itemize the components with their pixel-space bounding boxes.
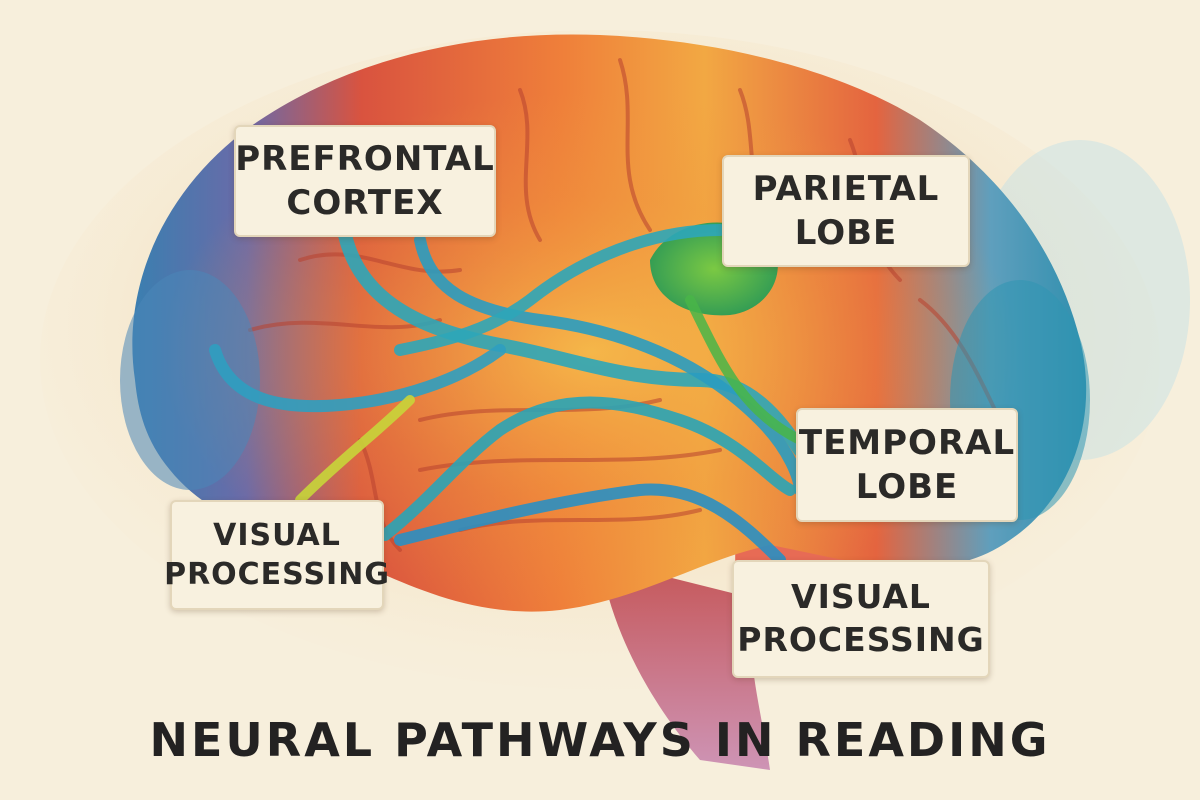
pathway-yellow-green [295, 395, 415, 505]
label-temporal-lobe: TEMPORAL LOBE [796, 408, 1018, 522]
frontal-blue-region [120, 270, 260, 490]
label-parietal-lobe: PARIETAL LOBE [722, 155, 970, 267]
pathway-left-arc [209, 344, 506, 413]
page-title: NEURAL PATHWAYS IN READING [149, 713, 1051, 767]
label-prefrontal-cortex: PREFRONTAL CORTEX [234, 125, 496, 237]
pathway-visual-left [379, 396, 796, 541]
pathway-prefrontal-to-visual [338, 228, 807, 457]
label-visual-processing-left: VISUAL PROCESSING [164, 500, 389, 610]
neural-pathways [209, 224, 807, 566]
pathway-green-temporal [685, 295, 805, 445]
label-visual-processing-right: VISUAL PROCESSING [732, 560, 990, 678]
pathway-parietal-link [394, 224, 726, 356]
brainstem [600, 560, 770, 770]
pathway-prefrontal-to-temporal [414, 234, 806, 496]
pathway-visual-right [394, 483, 786, 566]
